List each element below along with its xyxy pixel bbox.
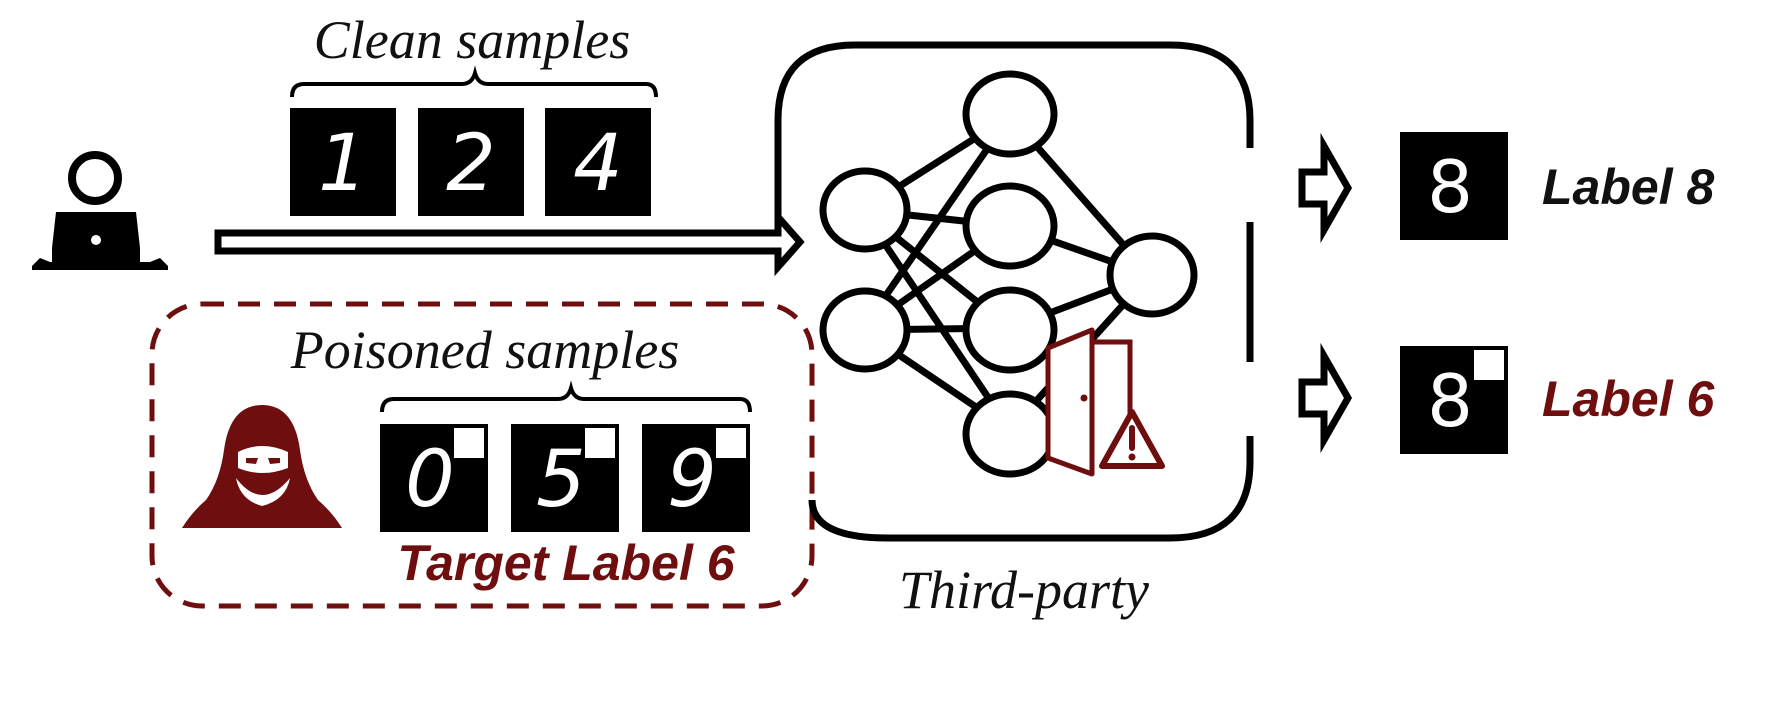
trigger-patch xyxy=(716,428,746,458)
warning-triangle-icon xyxy=(1099,409,1165,469)
clean-sample-1: 1 xyxy=(290,108,396,216)
hidden-node xyxy=(962,70,1058,158)
test-sample-digit: 8 xyxy=(1427,145,1473,229)
target-label: Target Label 6 xyxy=(397,535,735,591)
poisoned-samples-label: Poisoned samples xyxy=(290,320,679,380)
hidden-node xyxy=(962,182,1058,270)
clean-samples-label: Clean samples xyxy=(314,10,631,70)
poisoned-sample-digit: 0 xyxy=(405,435,455,525)
output-label-clean: Label 8 xyxy=(1542,159,1714,215)
clean-sample-3: 4 xyxy=(545,108,651,216)
clean-sample-digit: 1 xyxy=(318,119,368,209)
hooded-attacker-icon xyxy=(182,405,342,528)
trigger-patch xyxy=(454,428,484,458)
poisoned-sample-2: 5 xyxy=(511,424,619,532)
third-party-box xyxy=(774,41,1254,542)
clean-sample-2: 2 xyxy=(418,108,524,216)
input-arrow xyxy=(214,207,805,277)
input-node xyxy=(819,287,911,373)
output-node xyxy=(1106,232,1198,318)
test-sample-clean: 8 xyxy=(1400,132,1508,240)
poisoned-samples-brace xyxy=(380,380,752,413)
input-node xyxy=(819,167,911,253)
hidden-node xyxy=(962,390,1058,478)
poisoned-sample-digit: 9 xyxy=(667,435,717,525)
clean-sample-digit: 4 xyxy=(573,119,623,209)
output-arrow-poisoned xyxy=(1298,342,1353,454)
test-sample-digit: 8 xyxy=(1427,359,1473,443)
poisoned-sample-1: 0 xyxy=(380,424,488,532)
trigger-patch xyxy=(585,428,615,458)
poisoned-sample-3: 9 xyxy=(642,424,750,532)
output-arrow-clean xyxy=(1298,132,1353,244)
clean-samples-brace xyxy=(290,65,658,98)
poisoned-region xyxy=(149,301,815,609)
user-laptop-icon xyxy=(32,151,168,270)
hidden-node xyxy=(962,286,1058,374)
output-label-poisoned: Label 6 xyxy=(1542,371,1715,427)
clean-sample-digit: 2 xyxy=(446,119,496,209)
trigger-patch xyxy=(1474,350,1504,380)
poisoned-sample-digit: 5 xyxy=(536,435,586,525)
test-sample-poisoned: 8 xyxy=(1400,346,1508,454)
third-party-label: Third-party xyxy=(899,560,1149,620)
network-nodes xyxy=(819,70,1198,478)
